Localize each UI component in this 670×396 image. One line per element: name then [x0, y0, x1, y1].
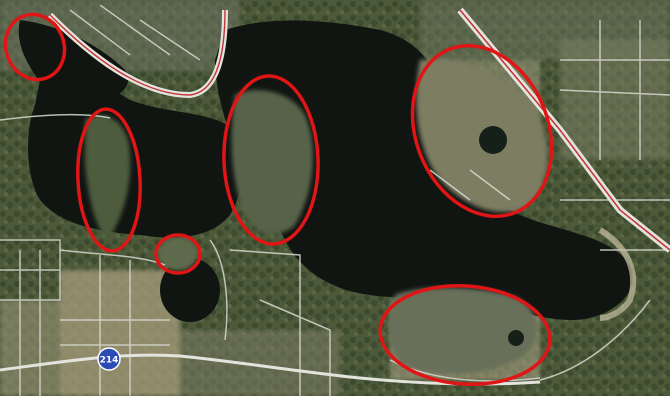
pond-south: [508, 330, 524, 346]
highway-ne: [457, 7, 670, 253]
highlight-markers: [0, 6, 576, 390]
highway-nw: [47, 9, 228, 99]
highlight-south-shore[interactable]: [377, 280, 553, 390]
sand-shoreline: [598, 227, 637, 321]
highlight-west-peninsula[interactable]: [74, 107, 143, 253]
pond: [479, 126, 507, 154]
road-shield: 214: [97, 347, 121, 371]
highlight-central-peninsula[interactable]: [221, 74, 321, 246]
highlight-small-island[interactable]: [154, 233, 202, 275]
road-shield-label: 214: [100, 356, 119, 366]
roads: [0, 4, 670, 396]
highlight-northwest-shore[interactable]: [0, 6, 74, 88]
highlight-northeast-shore[interactable]: [388, 25, 576, 238]
